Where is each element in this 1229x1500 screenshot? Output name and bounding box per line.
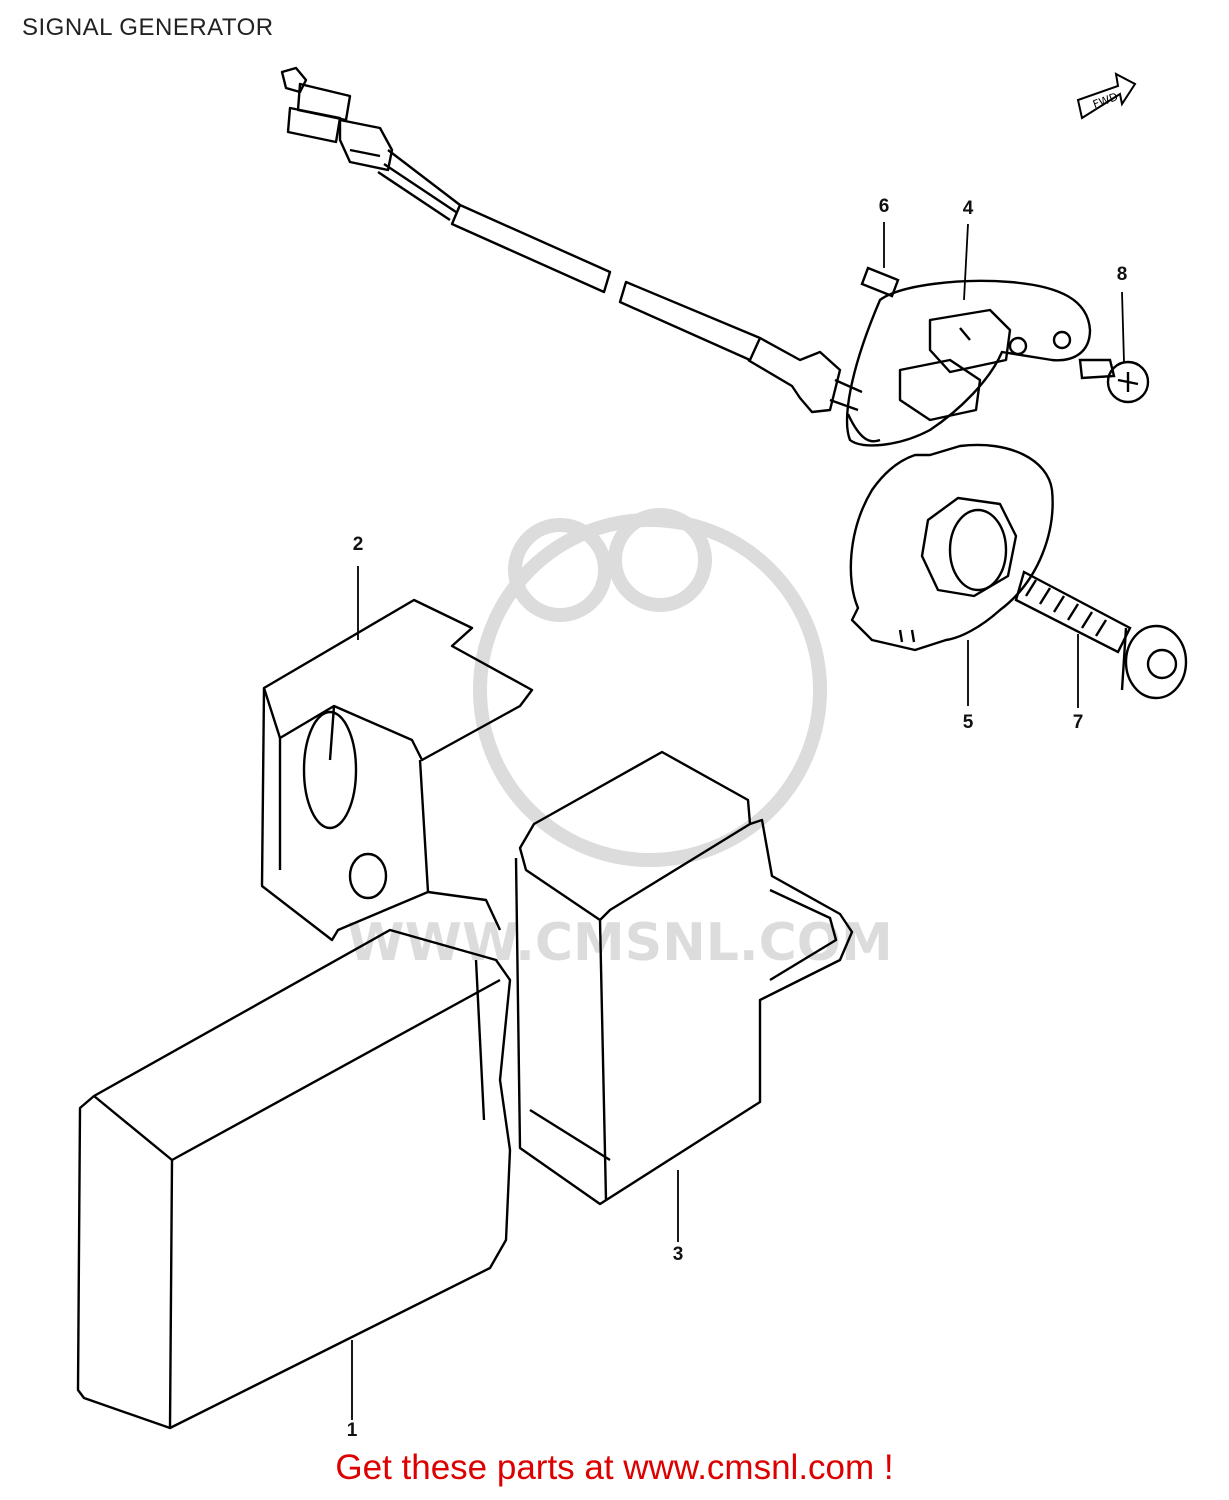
footer-link-text[interactable]: Get these parts at www.cmsnl.com !: [335, 1448, 894, 1487]
callout-7: 7: [1072, 712, 1084, 733]
part-4-pickup-coil: [845, 279, 1092, 447]
part-7-bolt: [1014, 570, 1188, 700]
callout-1: 1: [346, 1420, 358, 1441]
part-5-rotor: [849, 443, 1054, 652]
callout-3: 3: [672, 1244, 684, 1265]
callout-5: 5: [962, 712, 974, 733]
leader-lines: [351, 222, 1125, 1420]
part-8-screw: [1078, 358, 1150, 404]
callout-6: 6: [878, 196, 890, 217]
wire-harness: [280, 66, 881, 443]
part-2-bracket: [260, 598, 534, 942]
callout-4: 4: [962, 198, 974, 219]
forward-arrow-icon: FWD: [1076, 72, 1137, 120]
callout-2: 2: [352, 534, 364, 555]
callout-8: 8: [1116, 264, 1128, 285]
diagram-title: SIGNAL GENERATOR: [22, 14, 274, 41]
watermark-text: WWW.CMSNL.COM: [347, 913, 892, 973]
watermark-logo: [473, 508, 827, 867]
part-1-igniter: [76, 928, 512, 1430]
part-3-case: [514, 750, 854, 1206]
part-6-dowel-pin: [860, 266, 900, 298]
